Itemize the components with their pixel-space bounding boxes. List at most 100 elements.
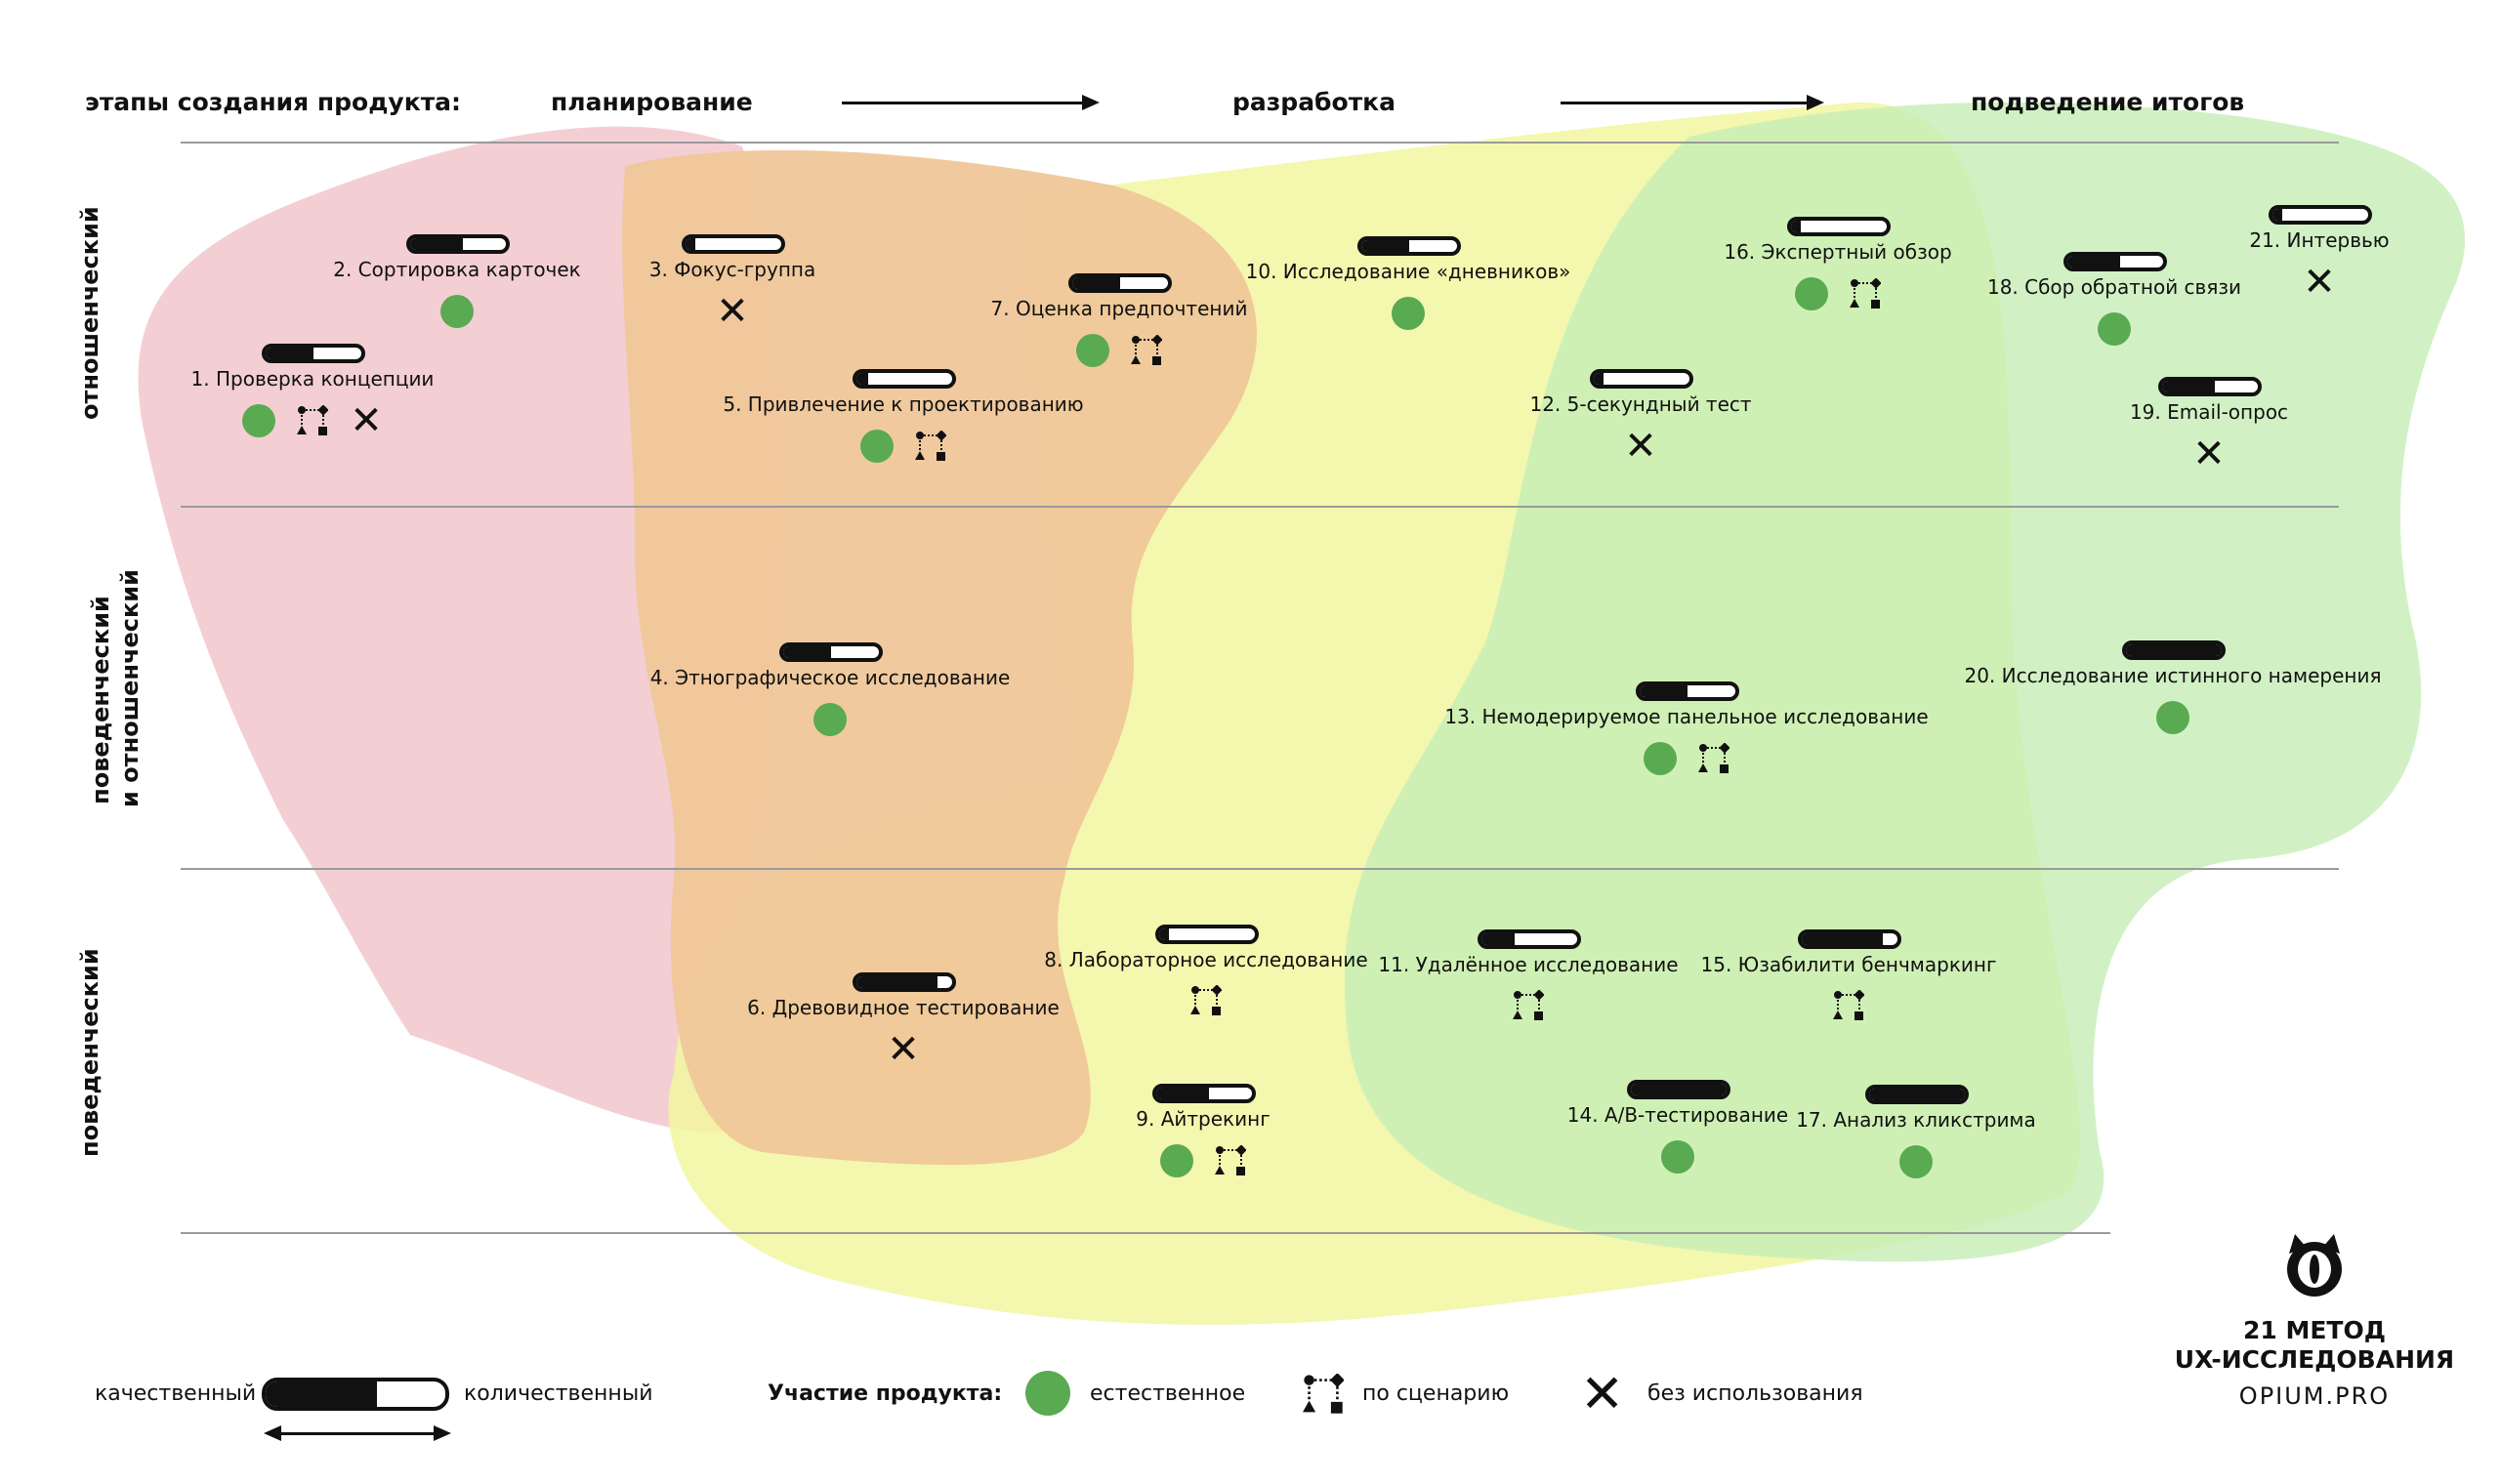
rule-row1 bbox=[181, 506, 2339, 508]
method-label: 12. 5-секундный тест bbox=[1529, 392, 1752, 416]
qual-quant-bar bbox=[1590, 369, 1693, 389]
stage-development: разработка bbox=[1232, 88, 1396, 116]
brand-site: OPIUM.PRO bbox=[2238, 1382, 2391, 1410]
natural-dot-icon bbox=[2098, 312, 2131, 346]
qual-quant-bar bbox=[2122, 640, 2226, 660]
method-label: 13. Немодерируемое панельное исследовани… bbox=[1444, 705, 1929, 728]
participation-icons: ✕ bbox=[586, 292, 879, 331]
scenario-icon bbox=[1215, 1144, 1247, 1176]
legend-none-cross-icon: ✕ bbox=[1580, 1363, 1625, 1424]
arrow-development-summary bbox=[1561, 102, 1811, 104]
natural-dot-icon bbox=[813, 703, 847, 736]
natural-dot-icon bbox=[1076, 334, 1109, 367]
qual-quant-bar bbox=[1865, 1085, 1969, 1104]
scenario-icon bbox=[915, 430, 947, 462]
qual-quant-fill bbox=[410, 238, 463, 250]
legend-scenario: по сценарию bbox=[1362, 1381, 1510, 1406]
legend-scale-bar bbox=[262, 1378, 449, 1411]
method-label: 6. Древовидное тестирование bbox=[747, 996, 1060, 1019]
qual-quant-bar bbox=[1798, 929, 1901, 949]
qual-quant-fill bbox=[1481, 933, 1516, 945]
legend-natural: естественное bbox=[1090, 1381, 1246, 1406]
legend-scale-fill bbox=[266, 1381, 378, 1407]
natural-dot-icon bbox=[1160, 1144, 1193, 1177]
qual-quant-fill bbox=[1594, 373, 1604, 385]
participation-icons: ✕ bbox=[1494, 424, 1787, 469]
brand-line2: UX-ИССЛЕДОВАНИЯ bbox=[2174, 1345, 2455, 1374]
qual-quant-bar bbox=[2158, 377, 2262, 396]
qual-quant-fill bbox=[783, 646, 831, 658]
arrow-head-2 bbox=[1807, 95, 1824, 110]
qual-quant-fill bbox=[686, 238, 695, 250]
row-label-mixed: поведенческий и отношенческий bbox=[86, 569, 148, 807]
legend-arrow-left bbox=[264, 1425, 281, 1441]
qual-quant-fill bbox=[1156, 1088, 1209, 1099]
natural-dot-icon bbox=[1392, 297, 1425, 330]
participation-icons bbox=[311, 295, 604, 328]
participation-icons bbox=[1262, 297, 1555, 330]
qual-quant-bar bbox=[1636, 681, 1739, 701]
qual-quant-fill bbox=[1631, 1084, 1727, 1095]
cross-icon: ✕ bbox=[887, 1027, 920, 1072]
brand-line1: 21 МЕТОД bbox=[2242, 1316, 2387, 1344]
brand-title: 21 МЕТОД UX-ИССЛЕДОВАНИЯ bbox=[2148, 1316, 2480, 1375]
natural-dot-icon bbox=[1661, 1140, 1694, 1174]
qual-quant-fill bbox=[266, 348, 313, 359]
cross-icon: ✕ bbox=[1624, 424, 1657, 469]
qual-quant-bar bbox=[1155, 925, 1259, 944]
legend-quantitative: количественный bbox=[464, 1381, 653, 1406]
qual-quant-bar bbox=[2063, 252, 2167, 271]
legend-scenario-icon bbox=[1303, 1373, 1345, 1419]
scenario-icon bbox=[1190, 984, 1223, 1016]
method-label: 7. Оценка предпочтений bbox=[990, 297, 1248, 320]
stage-planning: планирование bbox=[551, 88, 753, 116]
natural-dot-icon bbox=[1795, 277, 1828, 310]
scenario-icon bbox=[297, 404, 329, 436]
participation-icons: ✕ bbox=[166, 398, 459, 443]
participation-icons bbox=[684, 703, 977, 736]
natural-dot-icon bbox=[440, 295, 474, 328]
legend-participation-title: Участие продукта: bbox=[768, 1381, 1003, 1406]
arrow-head-1 bbox=[1082, 95, 1100, 110]
stages-label: этапы создания продукта: bbox=[85, 88, 462, 116]
participation-icons bbox=[1057, 1144, 1350, 1177]
qual-quant-fill bbox=[856, 373, 868, 385]
method-label: 8. Лабораторное исследование bbox=[1044, 948, 1368, 971]
method-label: 20. Исследование истинного намерения bbox=[1964, 664, 2382, 687]
participation-icons: ✕ bbox=[2062, 434, 2355, 474]
participation-icons bbox=[1968, 312, 2261, 346]
qual-quant-bar bbox=[853, 369, 956, 389]
participation-icons: ✕ bbox=[757, 1027, 1050, 1072]
qual-quant-fill bbox=[1072, 277, 1120, 289]
method-label: 4. Этнографическое исследование bbox=[649, 666, 1011, 689]
scenario-icon bbox=[1698, 742, 1730, 774]
qual-quant-fill bbox=[1869, 1089, 1965, 1100]
qual-quant-bar bbox=[1478, 929, 1581, 949]
qual-quant-bar bbox=[779, 642, 883, 662]
participation-icons bbox=[973, 334, 1266, 367]
method-label: 3. Фокус-группа bbox=[648, 258, 816, 281]
qual-quant-bar bbox=[1068, 273, 1172, 293]
natural-dot-icon bbox=[2156, 701, 2189, 734]
legend-double-arrow bbox=[279, 1432, 436, 1435]
row-label-attitudinal: отношенческий bbox=[76, 206, 104, 420]
participation-icons bbox=[2026, 701, 2319, 734]
method-label: 18. Сбор обратной связи bbox=[1986, 275, 2242, 299]
cross-icon: ✕ bbox=[2303, 260, 2336, 305]
method-label: 5. Привлечение к проектированию bbox=[723, 392, 1084, 416]
qual-quant-bar bbox=[1627, 1080, 1730, 1099]
method-label: 19. Email-опрос bbox=[2129, 400, 2289, 424]
row-label-behavioral: поведенческий bbox=[76, 948, 104, 1157]
method-label: 15. Юзабилити бенчмаркинг bbox=[1700, 953, 1997, 976]
participation-icons bbox=[757, 430, 1050, 463]
participation-icons: ✕ bbox=[2173, 260, 2466, 305]
rule-top bbox=[181, 142, 2339, 144]
cat-eye-icon bbox=[2275, 1232, 2354, 1300]
cross-icon: ✕ bbox=[350, 398, 383, 443]
qual-quant-fill bbox=[2126, 644, 2222, 656]
legend-arrow-right bbox=[434, 1425, 451, 1441]
method-label: 2. Сортировка карточек bbox=[333, 258, 581, 281]
zone-planning-orange bbox=[622, 149, 1257, 1166]
natural-dot-icon bbox=[860, 430, 894, 463]
participation-icons bbox=[1770, 1145, 2062, 1178]
